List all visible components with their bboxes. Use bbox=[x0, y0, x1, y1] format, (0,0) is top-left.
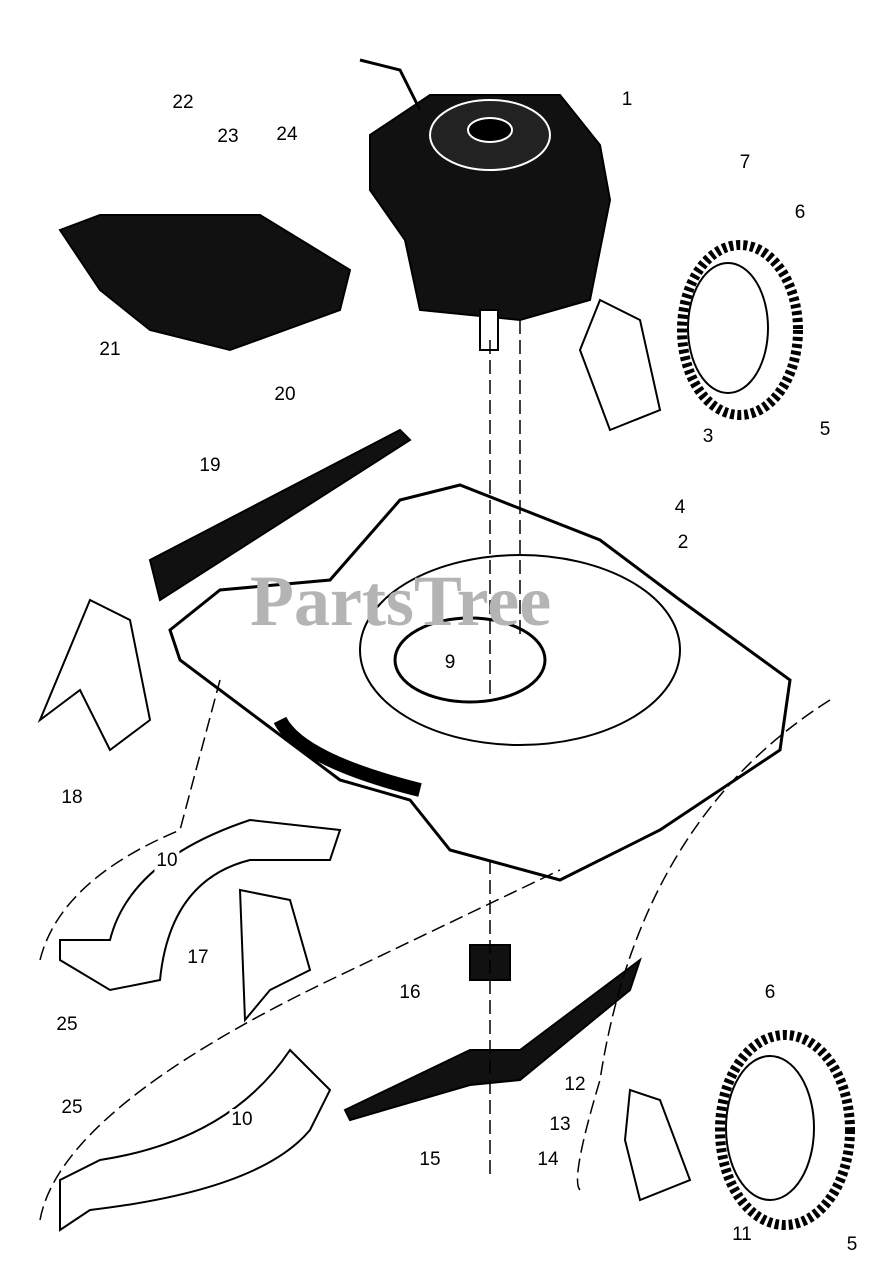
callout-18: 18 bbox=[59, 787, 85, 809]
callout-7: 7 bbox=[737, 152, 753, 174]
mower-deck bbox=[168, 483, 792, 882]
blade bbox=[343, 957, 642, 1122]
callout-20: 20 bbox=[272, 384, 298, 406]
rear-wheel bbox=[677, 240, 803, 420]
height-adjuster-rear-left bbox=[37, 598, 152, 752]
callout-23: 23 bbox=[215, 126, 241, 148]
callout-21: 21 bbox=[97, 339, 123, 361]
callout-5: 5 bbox=[817, 419, 833, 441]
callout-9: 9 bbox=[442, 652, 458, 674]
height-adjuster-front-right bbox=[623, 1088, 692, 1202]
callout-12: 12 bbox=[562, 1074, 588, 1096]
callout-4: 4 bbox=[672, 497, 688, 519]
callout-14: 14 bbox=[535, 1149, 561, 1171]
callout-10b: 10 bbox=[229, 1109, 255, 1131]
callout-2: 2 bbox=[675, 532, 691, 554]
baffle bbox=[148, 428, 412, 602]
callout-10: 10 bbox=[154, 850, 180, 872]
callout-22: 22 bbox=[170, 92, 196, 114]
callout-5b: 5 bbox=[844, 1234, 860, 1256]
callout-25b: 25 bbox=[59, 1097, 85, 1119]
callout-24: 24 bbox=[274, 124, 300, 146]
callout-16: 16 bbox=[397, 982, 423, 1004]
callout-25: 25 bbox=[54, 1014, 80, 1036]
callout-15: 15 bbox=[417, 1149, 443, 1171]
callout-19: 19 bbox=[197, 455, 223, 477]
callout-11: 11 bbox=[730, 1224, 754, 1246]
grass-deflector bbox=[58, 214, 352, 352]
front-wheel bbox=[715, 1030, 855, 1230]
callout-6: 6 bbox=[792, 202, 808, 224]
height-adjuster-rear-right bbox=[578, 298, 662, 432]
watermark: PartsTree bbox=[250, 561, 552, 641]
side-skirt-lower bbox=[59, 1048, 332, 1232]
engine bbox=[359, 58, 612, 351]
callout-17: 17 bbox=[185, 947, 211, 969]
callout-3: 3 bbox=[700, 426, 716, 448]
height-adjuster-front-left bbox=[238, 888, 312, 1023]
assembly-lines bbox=[39, 320, 831, 1221]
callout-1: 1 bbox=[619, 89, 635, 111]
callout-13: 13 bbox=[547, 1114, 573, 1136]
callout-6b: 6 bbox=[762, 982, 778, 1004]
side-skirt-upper bbox=[59, 818, 342, 992]
